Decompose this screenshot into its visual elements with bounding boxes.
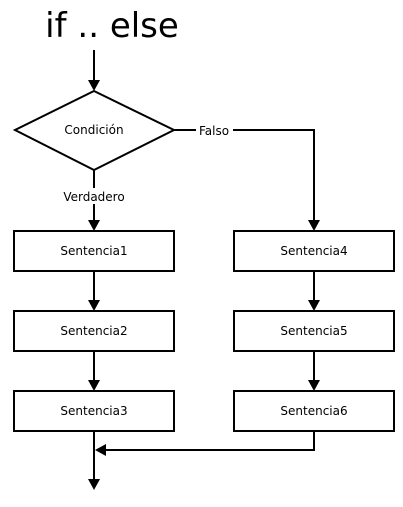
merge-arrowhead — [95, 444, 106, 456]
statement-node: Sentencia3 — [13, 390, 175, 432]
statement-label: Sentencia2 — [60, 324, 127, 338]
statement-node: Sentencia2 — [13, 310, 175, 352]
false-line — [174, 129, 315, 222]
statement-node: Sentencia5 — [233, 310, 395, 352]
exit-arrowhead — [88, 479, 100, 490]
statement-label: Sentencia1 — [60, 244, 127, 258]
condition-diamond — [12, 89, 177, 172]
entry-arrowhead — [88, 80, 100, 91]
arrowheads — [88, 80, 320, 490]
condition-node: Condición — [12, 89, 177, 172]
s5-to-s6-arrowhead — [308, 380, 320, 391]
statement-label: Sentencia6 — [280, 404, 347, 418]
statement-label: Sentencia5 — [280, 324, 347, 338]
s1-to-s2-arrowhead — [88, 300, 100, 311]
statement-label: Sentencia4 — [280, 244, 347, 258]
statement-box — [233, 390, 395, 432]
false-edge-label: Falso — [199, 124, 229, 138]
true-arrowhead — [88, 220, 100, 231]
true-edge-label: Verdadero — [63, 190, 124, 204]
true-branch: Sentencia1 Sentencia2 Sentencia3 — [13, 230, 175, 432]
false-arrowhead — [308, 220, 320, 231]
diagram-title: if .. else — [45, 6, 179, 46]
statement-box — [13, 310, 175, 352]
statement-label: Sentencia3 — [60, 404, 127, 418]
statement-node: Sentencia1 — [13, 230, 175, 272]
s2-to-s3-arrowhead — [88, 380, 100, 391]
statement-box — [13, 230, 175, 272]
s4-to-s5-arrowhead — [308, 300, 320, 311]
statement-node: Sentencia6 — [233, 390, 395, 432]
statement-box — [13, 390, 175, 432]
statement-box — [233, 310, 395, 352]
condition-label: Condición — [64, 123, 123, 137]
merge-line — [102, 431, 315, 451]
statement-box — [233, 230, 395, 272]
true-label-bg — [60, 188, 128, 204]
false-label-bg — [196, 124, 233, 138]
statement-node: Sentencia4 — [233, 230, 395, 272]
false-branch: Sentencia4 Sentencia5 Sentencia6 — [233, 230, 395, 432]
